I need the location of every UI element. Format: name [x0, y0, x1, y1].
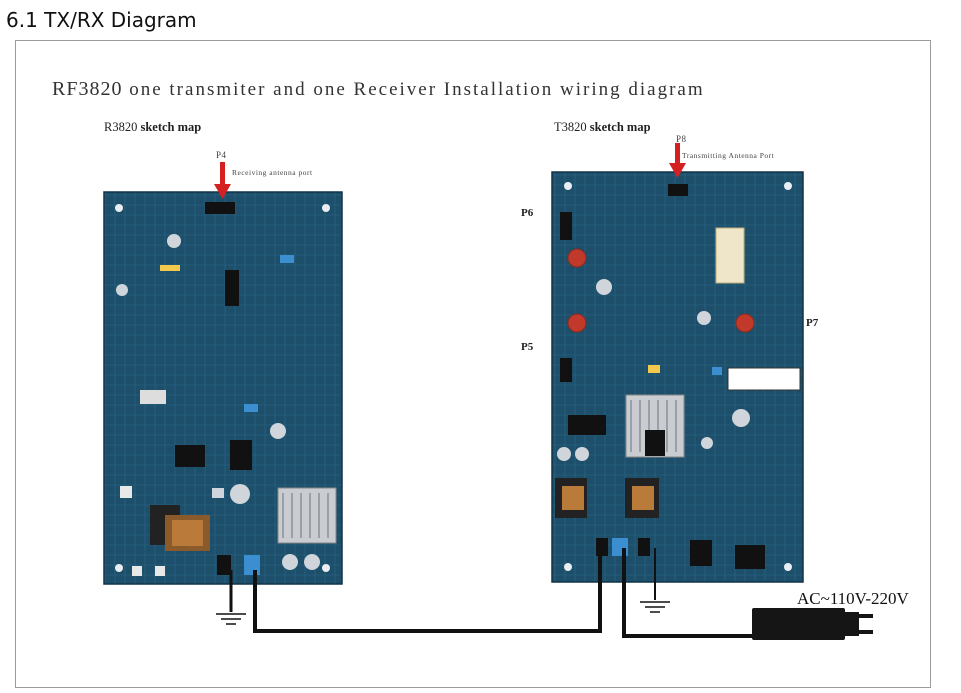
power-cable: [622, 548, 752, 638]
port-p7-label: P7: [806, 317, 819, 329]
receiver-port-label: P4: [216, 150, 227, 160]
section-heading: 6.1 TX/RX Diagram: [6, 8, 197, 32]
board-interconnect-cable: [253, 548, 602, 633]
diagram-title: RF3820 one transmiter and one Receiver I…: [52, 78, 705, 101]
receiver-port-desc: Receiving antenna port: [232, 168, 313, 177]
power-voltage-label: AC~110V-220V: [797, 589, 909, 608]
transmitter-label: T3820 sketch map: [554, 120, 651, 135]
diagram-title-text: one transmiter and one Receiver Installa…: [129, 79, 705, 100]
transmitter-port-label: P8: [676, 134, 687, 144]
port-p6-label: P6: [521, 207, 534, 219]
receiver-ground-symbol: [216, 570, 246, 625]
port-p5-label: P5: [521, 341, 534, 353]
receiver-board: [103, 191, 343, 585]
receiver-name: R3820: [104, 120, 138, 134]
transmitter-board: [551, 171, 804, 583]
power-adapter: [752, 608, 873, 640]
transmitter-sketch-map: sketch map: [589, 120, 651, 134]
transmitter-port-desc: Transmitting Antenna Port: [682, 151, 775, 160]
transmitter-ground-symbol: [640, 548, 670, 613]
diagram-title-model: RF3820: [52, 78, 123, 100]
transmitter-name: T3820: [554, 120, 587, 134]
transmitter-antenna-arrow: [669, 143, 686, 178]
receiver-label: R3820 sketch map: [104, 120, 201, 135]
receiver-antenna-arrow: [214, 162, 231, 199]
receiver-sketch-map: sketch map: [140, 120, 202, 134]
